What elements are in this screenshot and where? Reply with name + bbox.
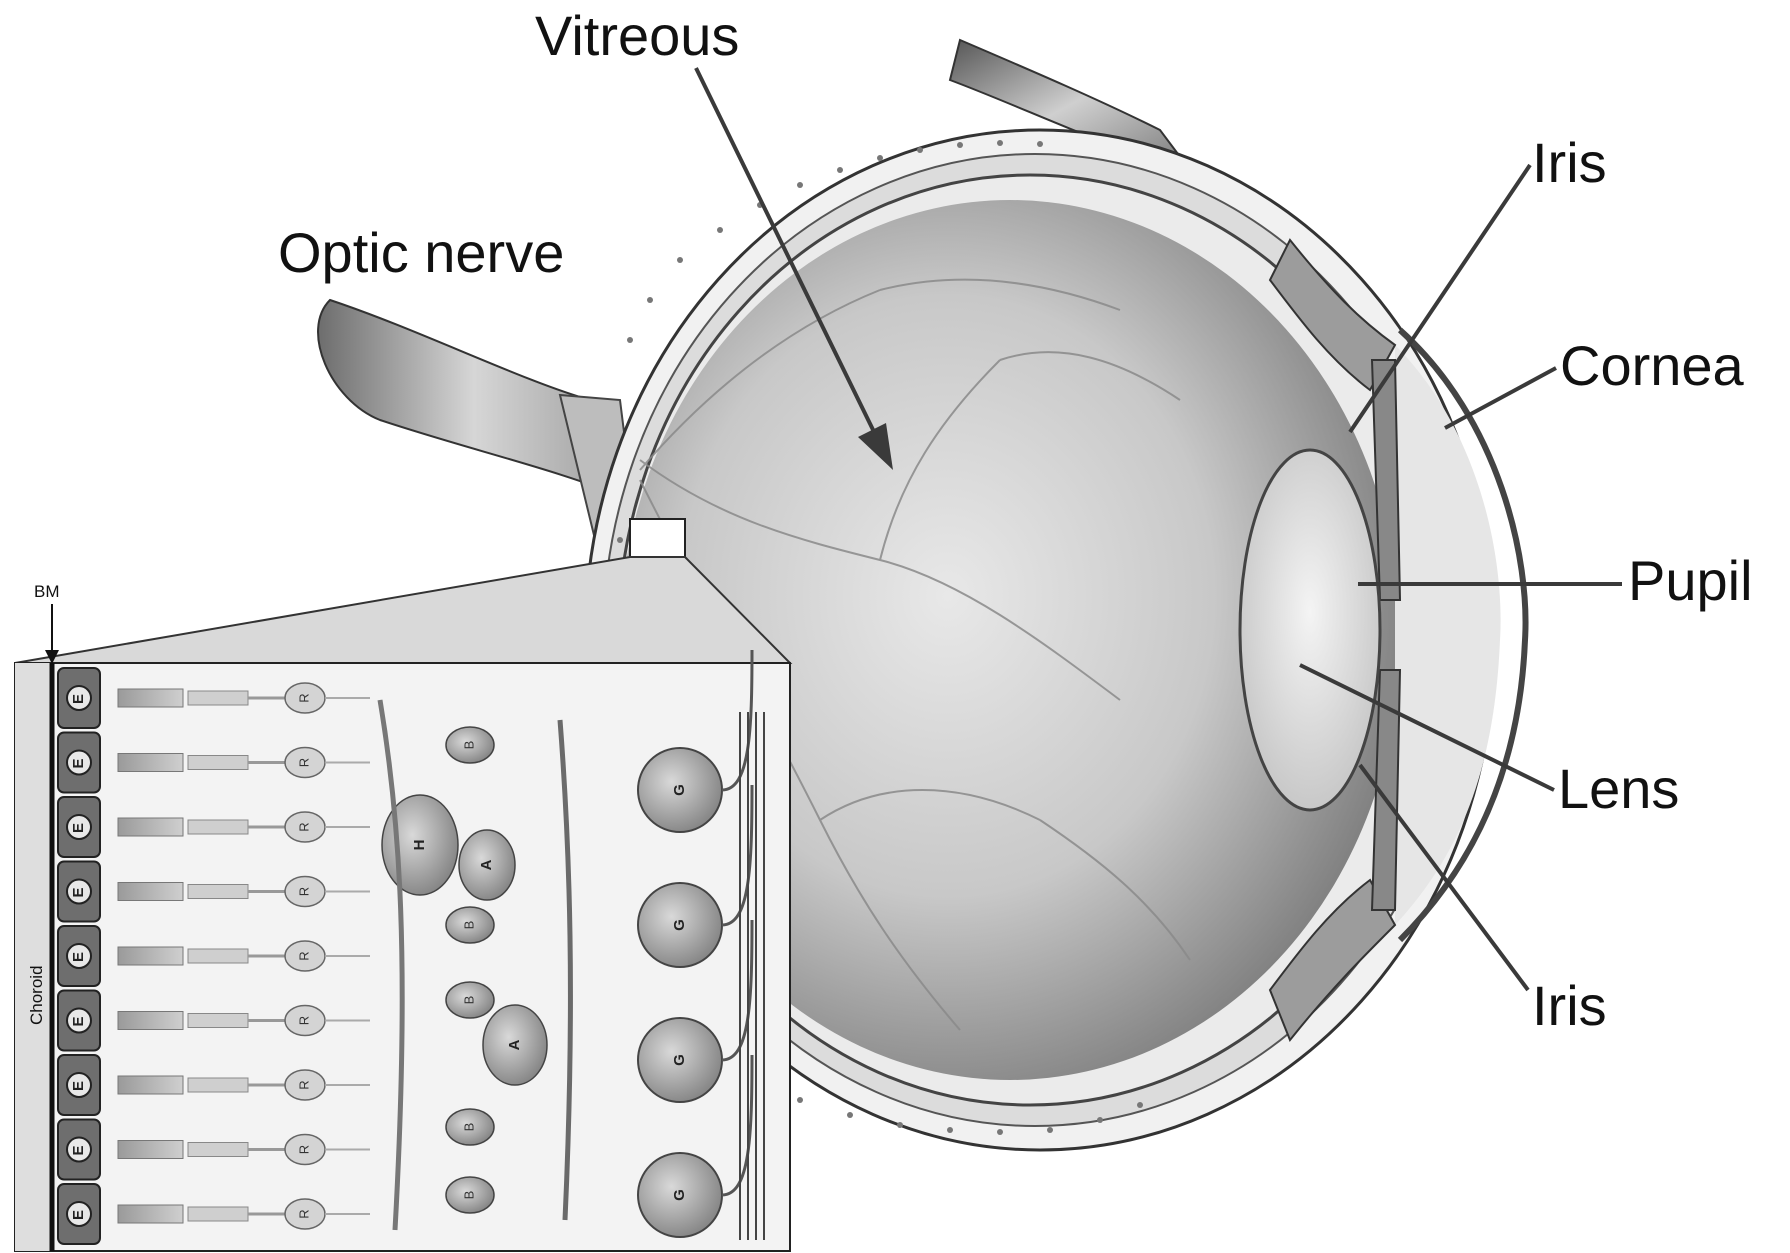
- epithelial-cell-letter: E: [70, 1016, 87, 1026]
- bipolar-letter: B: [461, 921, 476, 930]
- epithelial-cell-letter: E: [70, 1145, 87, 1155]
- bipolar-letter: B: [461, 996, 476, 1005]
- ganglion-letter: G: [671, 1189, 688, 1201]
- horizontal-letter: H: [411, 840, 428, 851]
- amacrine-letter: A: [506, 1039, 523, 1050]
- rod-inner-segment: [188, 756, 248, 770]
- epithelial-cell-letter: E: [70, 1210, 87, 1220]
- label-lens: Lens: [1558, 757, 1679, 820]
- label-choroid: Choroid: [27, 965, 46, 1025]
- label-cornea: Cornea: [1560, 334, 1745, 397]
- ganglion-letter: G: [671, 1054, 688, 1066]
- inset-projection: [15, 557, 790, 663]
- label-iris-bottom: Iris: [1532, 974, 1607, 1037]
- rod-letter: R: [296, 1080, 311, 1089]
- epithelial-cell-letter: E: [70, 758, 87, 768]
- ganglion-letter: G: [671, 919, 688, 931]
- epithelium-column: E E E E E E E E E: [58, 668, 100, 1244]
- label-pupil: Pupil: [1628, 549, 1753, 612]
- epithelial-cell-letter: E: [70, 694, 87, 704]
- rod-inner-segment: [188, 1014, 248, 1028]
- rod-outer-segment: [118, 689, 183, 707]
- rod-inner-segment: [188, 1143, 248, 1157]
- choroid-band: [15, 663, 50, 1251]
- label-bm: BM: [34, 582, 60, 601]
- epithelial-cell-letter: E: [70, 823, 87, 833]
- rod-letter: R: [296, 1145, 311, 1154]
- rod-inner-segment: [188, 820, 248, 834]
- rod-letter: R: [296, 758, 311, 767]
- label-vitreous: Vitreous: [535, 4, 739, 67]
- rod-inner-segment: [188, 885, 248, 899]
- epithelial-cell-letter: E: [70, 1081, 87, 1091]
- amacrine-letter: A: [478, 859, 495, 870]
- rod-inner-segment: [188, 1207, 248, 1221]
- rod-outer-segment: [118, 947, 183, 965]
- epithelial-cell-letter: E: [70, 887, 87, 897]
- inset-source-marker: [630, 519, 685, 557]
- rod-outer-segment: [118, 1076, 183, 1094]
- rod-outer-segment: [118, 818, 183, 836]
- label-optic-nerve: Optic nerve: [278, 221, 564, 284]
- anterior-chamber: [1395, 345, 1501, 925]
- rod-letter: R: [296, 1209, 311, 1218]
- rod-outer-segment: [118, 1012, 183, 1030]
- rod-inner-segment: [188, 691, 248, 705]
- rod-outer-segment: [118, 1141, 183, 1159]
- epithelial-cell-letter: E: [70, 952, 87, 962]
- label-iris-top: Iris: [1532, 131, 1607, 194]
- rod-inner-segment: [188, 949, 248, 963]
- ganglion-letter: G: [671, 784, 688, 796]
- rod-letter: R: [296, 1016, 311, 1025]
- rod-letter: R: [296, 822, 311, 831]
- rod-letter: R: [296, 951, 311, 960]
- rod-letter: R: [296, 693, 311, 702]
- bipolar-letter: B: [461, 741, 476, 750]
- lens: [1240, 450, 1380, 810]
- rod-outer-segment: [118, 883, 183, 901]
- rod-outer-segment: [118, 1205, 183, 1223]
- rod-inner-segment: [188, 1078, 248, 1092]
- rod-outer-segment: [118, 754, 183, 772]
- rod-letter: R: [296, 887, 311, 896]
- bipolar-letter: B: [461, 1123, 476, 1132]
- bipolar-letter: B: [461, 1191, 476, 1200]
